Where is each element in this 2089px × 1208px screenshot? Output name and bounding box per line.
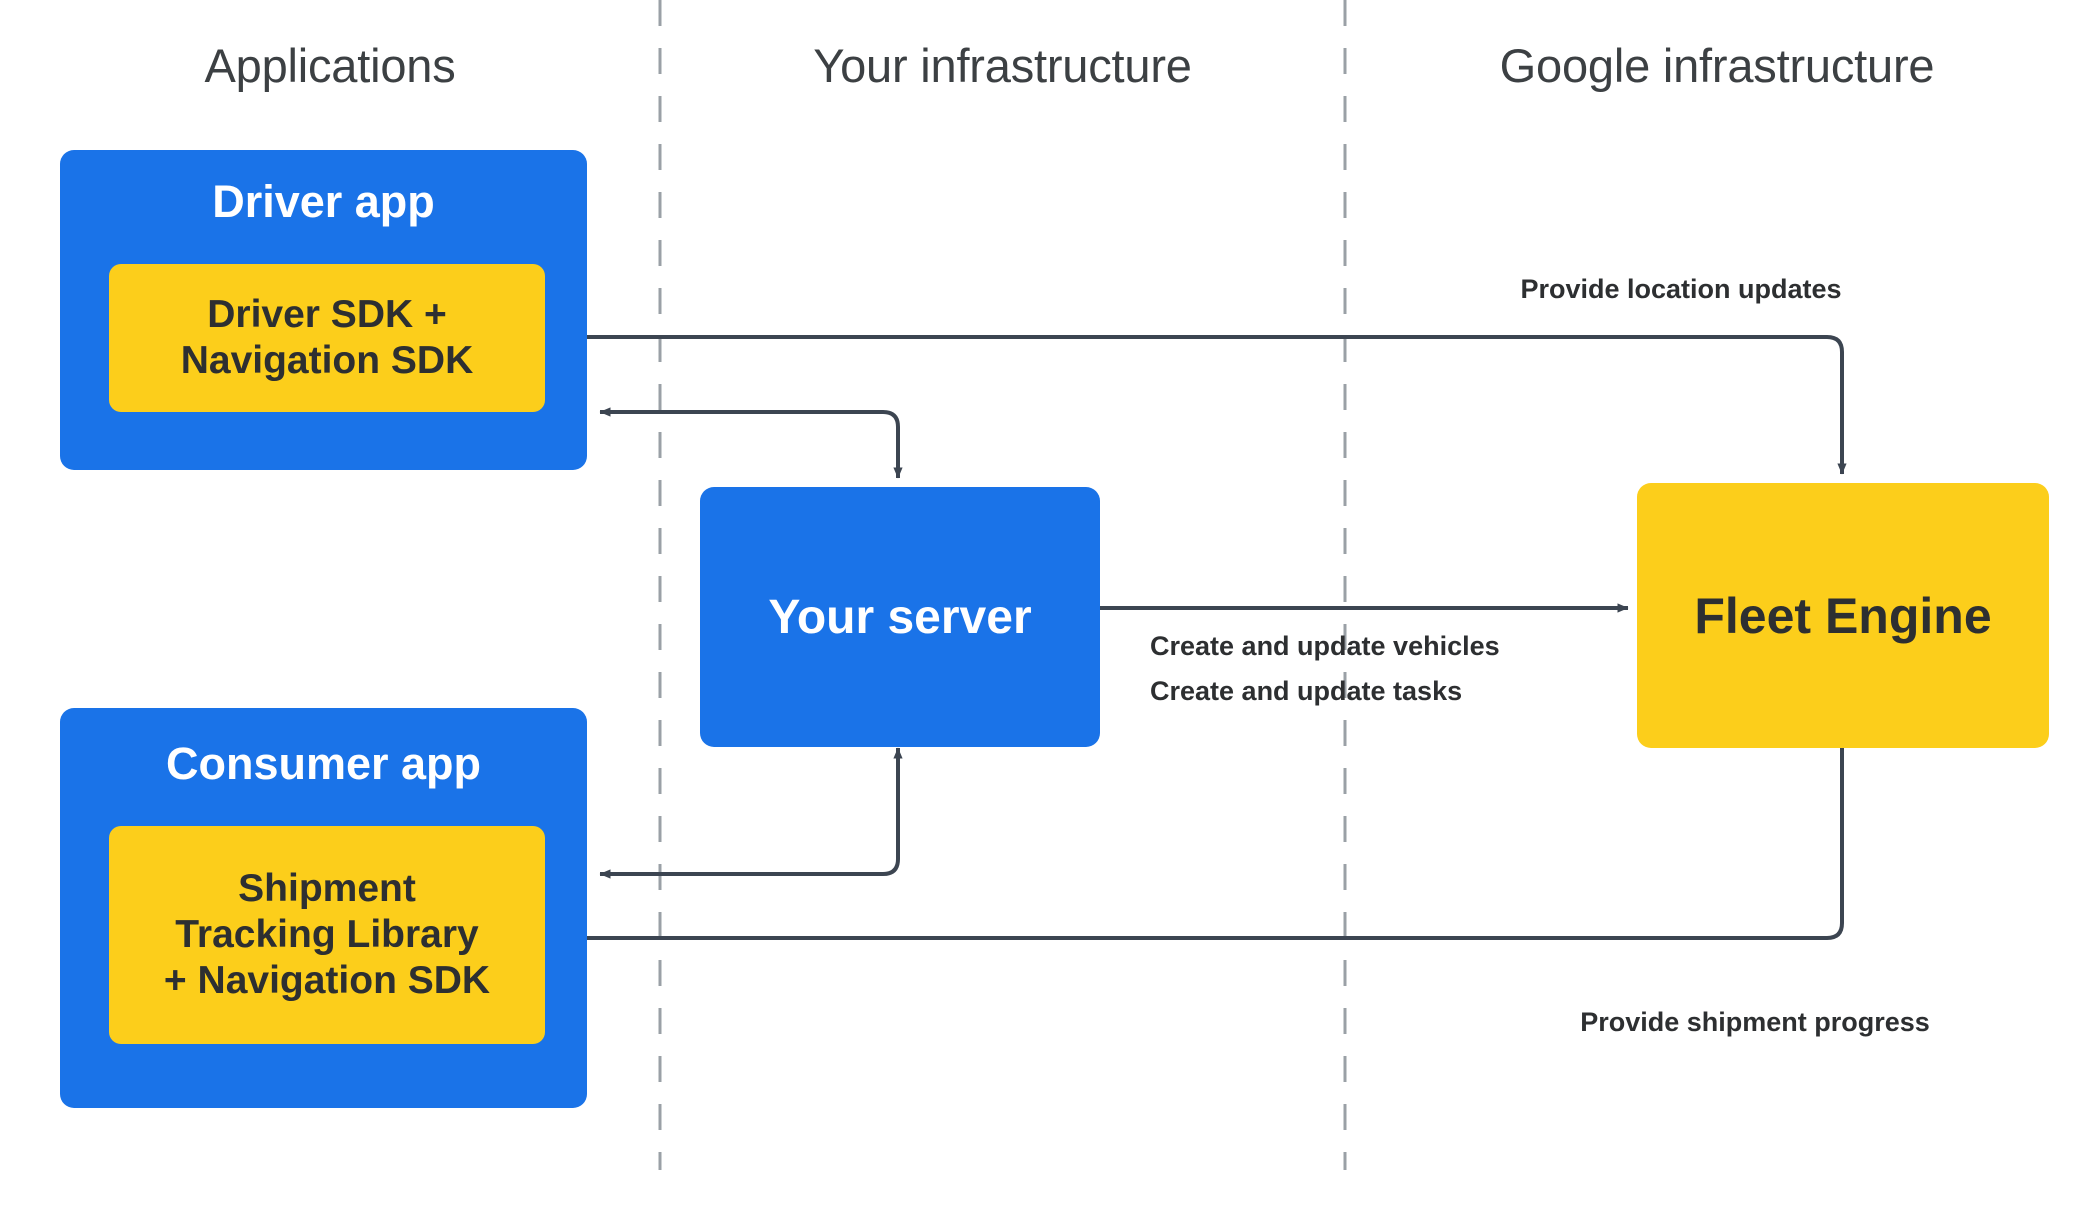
node-consumer-app-title: Consumer app bbox=[165, 738, 482, 789]
node-driver-sdk-line2: Navigation SDK bbox=[180, 339, 474, 382]
node-shipment-sdk-line1: Shipment bbox=[238, 866, 416, 910]
node-fleet-engine[interactable]: Fleet Engine bbox=[1637, 483, 2049, 748]
edge-label-shipment-progress: Provide shipment progress bbox=[1580, 1007, 1930, 1037]
edge-server-to-driver-app bbox=[600, 410, 900, 478]
node-consumer-app[interactable]: Consumer app Shipment Tracking Library +… bbox=[60, 708, 587, 1108]
column-title-applications: Applications bbox=[204, 39, 456, 92]
node-shipment-sdk-line3: + Navigation SDK bbox=[163, 959, 491, 1002]
node-fleet-engine-label: Fleet Engine bbox=[1694, 587, 1992, 644]
edge-label-create-update-vehicles: Create and update vehicles bbox=[1150, 631, 1500, 661]
edge-consumer-to-server bbox=[600, 748, 900, 876]
node-driver-sdk-line1: Driver SDK + bbox=[207, 292, 447, 336]
node-driver-app-title: Driver app bbox=[212, 176, 435, 227]
node-driver-sdk[interactable]: Driver SDK + Navigation SDK bbox=[109, 264, 545, 412]
node-your-server-label: Your server bbox=[768, 590, 1032, 644]
edge-label-location-updates: Provide location updates bbox=[1520, 274, 1842, 304]
column-title-your-infrastructure: Your infrastructure bbox=[813, 39, 1192, 92]
edge-location-updates bbox=[560, 335, 1847, 475]
column-title-google-infrastructure: Google infrastructure bbox=[1499, 39, 1935, 92]
edge-shipment-progress bbox=[555, 748, 1844, 943]
node-shipment-tracking-library[interactable]: Shipment Tracking Library + Navigation S… bbox=[109, 826, 545, 1044]
node-shipment-sdk-line2: Tracking Library bbox=[175, 912, 479, 956]
edge-label-create-update-tasks: Create and update tasks bbox=[1150, 676, 1463, 706]
node-driver-app[interactable]: Driver app Driver SDK + Navigation SDK bbox=[60, 150, 587, 470]
node-your-server[interactable]: Your server bbox=[700, 487, 1100, 747]
